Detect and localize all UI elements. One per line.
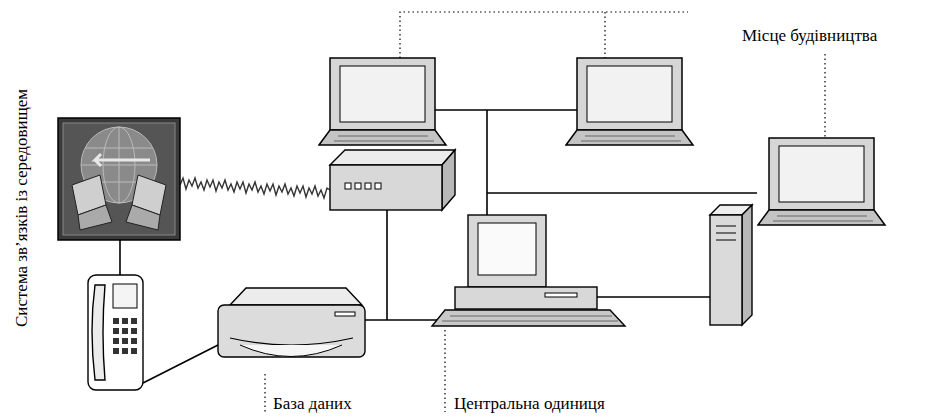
laptop-icon bbox=[319, 58, 446, 145]
device-caption: База даних bbox=[273, 394, 352, 414]
central-computer-icon bbox=[432, 215, 625, 326]
telephone-icon bbox=[88, 275, 143, 390]
laptop-icon bbox=[566, 58, 693, 145]
server-tower-icon bbox=[710, 205, 752, 325]
network-wires bbox=[120, 110, 757, 383]
database-drive-icon bbox=[218, 288, 365, 357]
modem-icon bbox=[330, 150, 455, 210]
noise-link bbox=[180, 178, 330, 198]
laptop-icon bbox=[758, 138, 885, 225]
side-caption: Система зв’язків із середовищем bbox=[12, 89, 32, 327]
device-caption: Місце будівництва bbox=[742, 26, 877, 46]
device-caption: Центральна одиниця bbox=[454, 394, 605, 414]
internet-icon bbox=[58, 118, 180, 240]
